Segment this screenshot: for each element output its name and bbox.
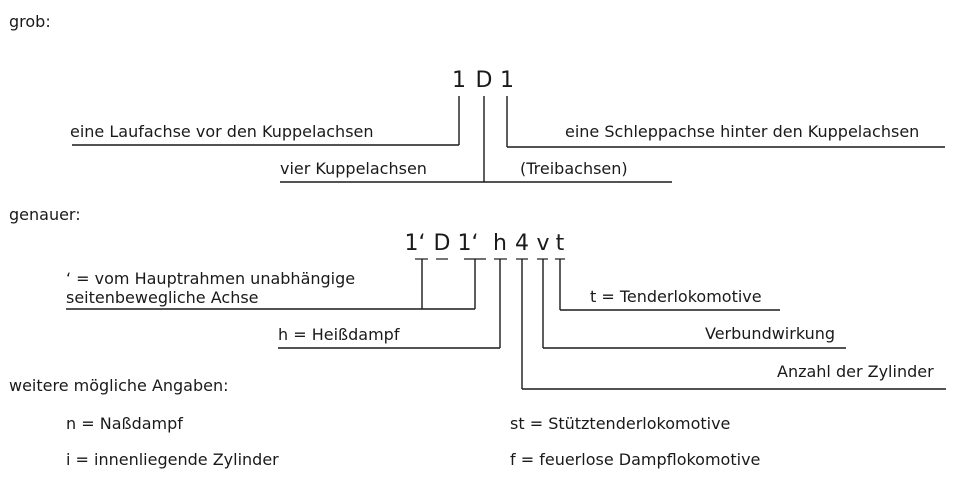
label-tender: t = Tenderlokomotive: [590, 287, 762, 306]
label-stuetz: st = Stütztenderlokomotive: [510, 414, 731, 433]
heading-weitere: weitere mögliche Angaben:: [9, 376, 229, 395]
label-laufachse: eine Laufachse vor den Kuppelachsen: [70, 122, 374, 141]
heading-grob: grob:: [9, 12, 51, 31]
genauer-code-h: h: [493, 231, 507, 256]
label-nassdampf: n = Naßdampf: [66, 414, 183, 433]
label-feuerlos: f = feuerlose Dampflokomotive: [510, 450, 761, 469]
label-apostroph-2: seitenbewegliche Achse: [66, 288, 259, 307]
genauer-code-t: t: [555, 231, 565, 256]
genauer-code-D: D: [433, 231, 451, 256]
genauer-code-v: v: [536, 231, 550, 256]
label-innen: i = innenliegende Zylinder: [66, 450, 279, 469]
label-treibachsen: (Treibachsen): [520, 159, 628, 178]
label-kuppelachsen: vier Kuppelachsen: [280, 159, 427, 178]
grob-code-D: D: [475, 68, 493, 93]
label-verbund: Verbundwirkung: [705, 324, 836, 343]
genauer-code-4: 4: [515, 231, 529, 256]
label-heissdampf: h = Heißdampf: [278, 325, 400, 344]
label-apostroph-1: ‘ = vom Hauptrahmen unabhängige: [66, 269, 356, 288]
grob-code-1a: 1: [452, 68, 466, 93]
heading-genauer: genauer:: [9, 205, 81, 224]
genauer-code-1b: 1‘: [457, 231, 479, 256]
label-schleppachse: eine Schleppachse hinter den Kuppelachse…: [565, 122, 920, 141]
grob-code-1b: 1: [500, 68, 514, 93]
genauer-code-1a: 1‘: [404, 231, 426, 256]
label-zylinder: Anzahl der Zylinder: [777, 362, 934, 381]
